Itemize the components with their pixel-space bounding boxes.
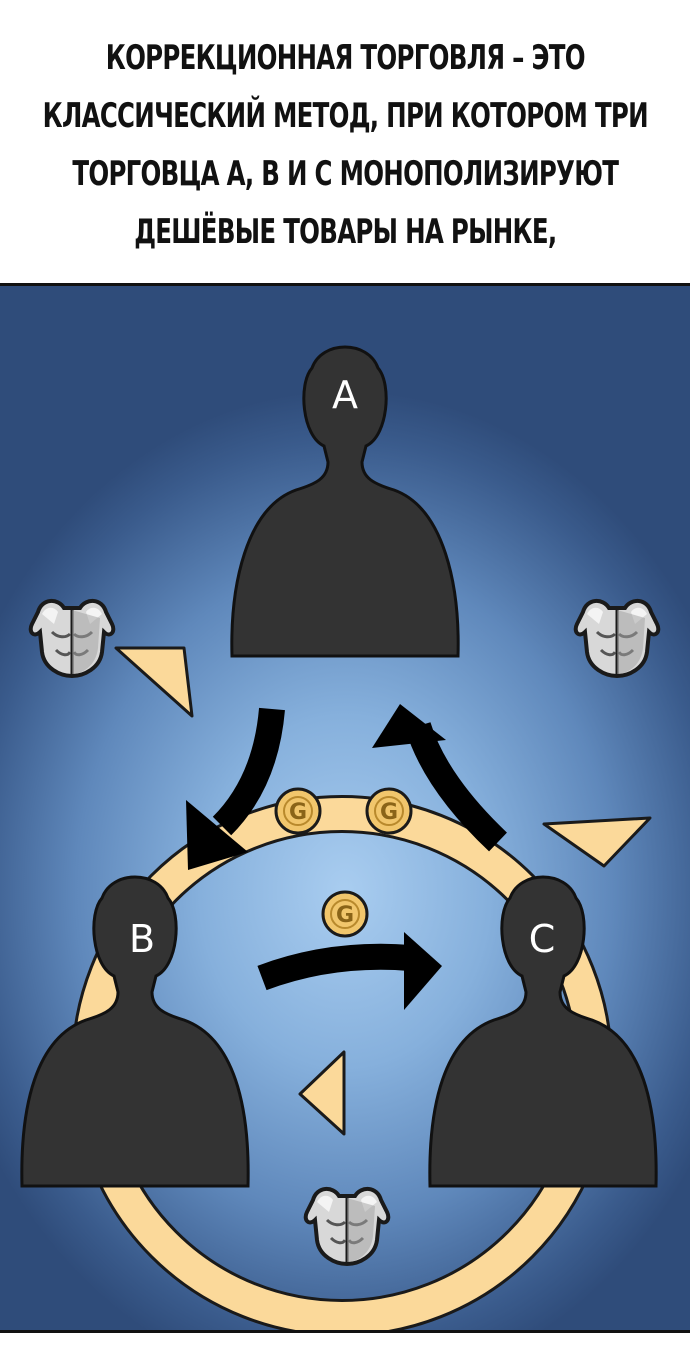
caption-line-3: ТОРГОВЦА А, В И С МОНОПОЛИЗИРУЮТ [72, 153, 619, 194]
caption-line-1: КОРРЕКЦИОННАЯ ТОРГОВЛЯ – ЭТО [105, 37, 585, 78]
caption-line-2: КЛАССИЧЕСКИЙ МЕТОД, ПРИ КОТОРОМ ТРИ [42, 95, 648, 136]
flow-arrow-a-to-b [186, 707, 285, 870]
coin-symbol: G [336, 903, 354, 928]
ring-arrowhead-bottom [298, 1050, 346, 1136]
armor-icon [573, 598, 661, 678]
armor-icon [303, 1186, 391, 1266]
armor-icon [28, 598, 116, 678]
trader-c-label: C [529, 917, 556, 961]
flow-arrow-c-to-a [372, 704, 507, 852]
caption-text: КОРРЕКЦИОННАЯ ТОРГОВЛЯ – ЭТО КЛАССИЧЕСКИ… [42, 23, 648, 261]
flow-arrow-b-to-c [257, 932, 442, 1010]
trader-c: C [428, 875, 658, 1188]
coin-icon: G [274, 787, 322, 835]
trader-a-label: A [332, 373, 358, 417]
coin-icon: G [321, 890, 369, 938]
coin-symbol: G [289, 800, 307, 825]
caption-line-4: ДЕШЁВЫЕ ТОВАРЫ НА РЫНКЕ, [133, 211, 557, 252]
trader-b: B [20, 875, 250, 1188]
ring-arrowhead-right [542, 816, 652, 868]
trade-cycle-panel: A B C G [0, 283, 690, 1333]
coin-icon: G [365, 787, 413, 835]
trade-cycle-diagram: A B C G [20, 345, 661, 1330]
coin-symbol: G [380, 800, 398, 825]
trader-a: A [230, 345, 460, 658]
caption-box: КОРРЕКЦИОННАЯ ТОРГОВЛЯ – ЭТО КЛАССИЧЕСКИ… [0, 0, 690, 283]
ring-arrowhead-left [114, 646, 194, 718]
trader-b-label: B [129, 917, 155, 961]
